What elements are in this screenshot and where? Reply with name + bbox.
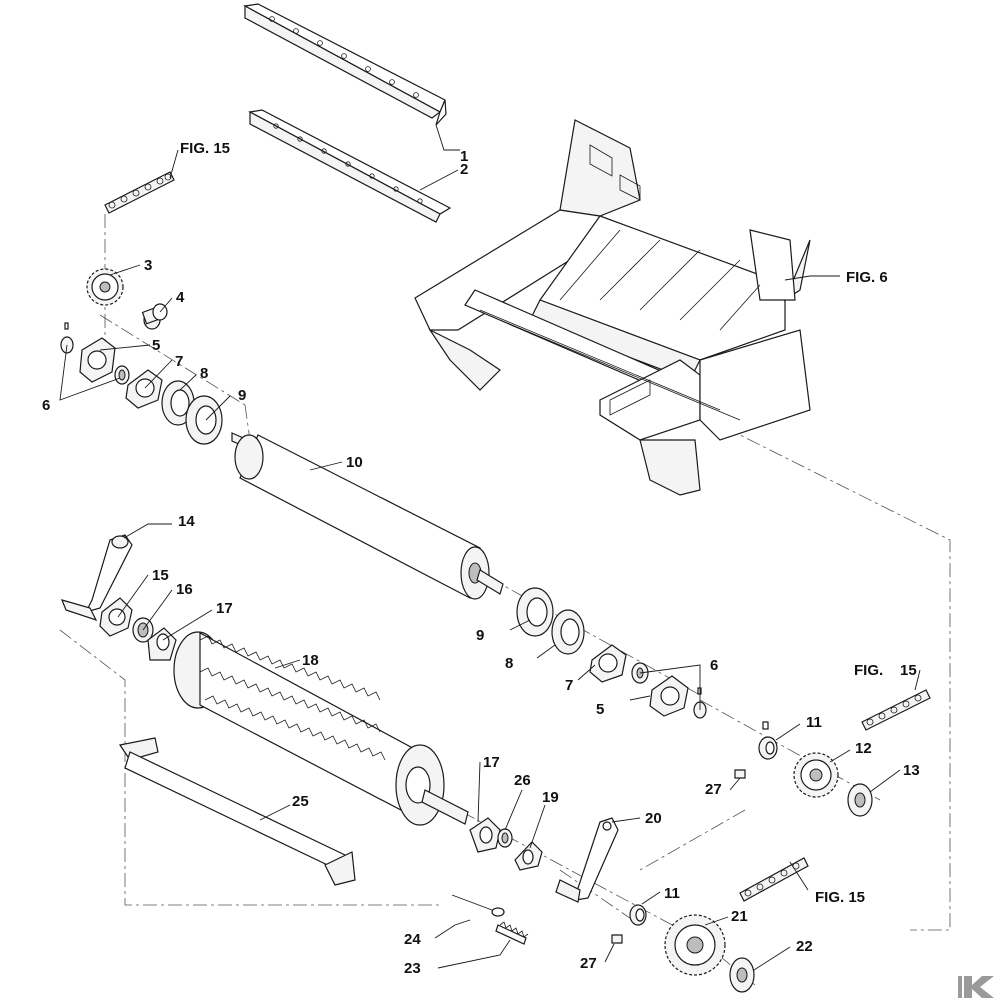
frame-assembly	[414, 119, 811, 496]
callout-12: 12	[855, 740, 872, 757]
callout-16: 16	[176, 581, 193, 598]
serrated-drum-18	[173, 631, 469, 826]
bracket-20	[555, 817, 619, 903]
callout-14: 14	[178, 513, 195, 530]
callout-10: 10	[346, 454, 363, 471]
callout-9: 9	[238, 387, 246, 404]
bearing-group-right	[516, 587, 707, 719]
bearing-group-lower	[469, 817, 543, 871]
callout-26: 26	[514, 772, 531, 789]
scraper-bar-1	[243, 3, 447, 126]
callout-2: 2	[460, 161, 468, 178]
callout-15: 15	[152, 567, 169, 584]
callout-8-right: 8	[505, 655, 513, 672]
leader-lines	[59, 124, 921, 971]
callout-7-right: 7	[565, 677, 573, 694]
callout-19: 19	[542, 789, 559, 806]
callout-7: 7	[175, 353, 183, 370]
callout-17-lower: 17	[483, 754, 500, 771]
callout-22: 22	[796, 938, 813, 955]
tube-25	[119, 737, 356, 886]
bearing-group-left-lower	[99, 597, 177, 661]
callout-27-lower: 27	[580, 955, 597, 972]
callout-17-upper: 17	[216, 600, 233, 617]
assembly-lines	[59, 214, 951, 986]
chain-right	[861, 689, 931, 731]
callout-18: 18	[302, 652, 319, 669]
callout-9-right: 9	[476, 627, 484, 644]
sprocket-group-right	[734, 721, 873, 817]
callout-24: 24	[404, 931, 421, 948]
callout-11-lower: 11	[664, 885, 680, 902]
callout-labels: 1 2 3 4 5 6 7 8 9 10 14 15 16 17 18 9 8 …	[42, 140, 920, 977]
callout-6-right: 6	[710, 657, 718, 674]
callout-5: 5	[152, 337, 160, 354]
callout-4: 4	[176, 289, 185, 306]
callout-8: 8	[200, 365, 208, 382]
callout-5-right: 5	[596, 701, 604, 718]
fig-ref-15-right-a: FIG.	[854, 662, 883, 679]
chain-bottom	[739, 857, 809, 902]
callout-20: 20	[645, 810, 662, 827]
fig-ref-15-top: FIG. 15	[180, 140, 230, 157]
k-logo-icon	[958, 976, 994, 998]
callout-21: 21	[731, 908, 748, 925]
sprocket-group-lower	[611, 904, 755, 993]
callout-3: 3	[144, 257, 152, 274]
bearing-group-left	[60, 322, 223, 445]
fig-ref-15-right-b: 15	[900, 662, 917, 679]
callout-1: 1	[460, 148, 468, 165]
fig-ref-6: FIG. 6	[846, 269, 888, 286]
fig-ref-15-bottom: FIG. 15	[815, 889, 865, 906]
callout-23: 23	[404, 960, 421, 977]
spring-rod-group	[451, 894, 529, 945]
scraper-bar-2	[248, 109, 452, 223]
callout-27-right: 27	[705, 781, 722, 798]
callout-25: 25	[292, 793, 309, 810]
chain-top	[104, 171, 175, 214]
callout-13: 13	[903, 762, 920, 779]
callout-11-right: 11	[806, 714, 822, 731]
callout-6: 6	[42, 397, 50, 414]
sprocket-3	[86, 268, 124, 306]
bracket-14	[60, 534, 133, 622]
roller-10	[231, 432, 504, 600]
